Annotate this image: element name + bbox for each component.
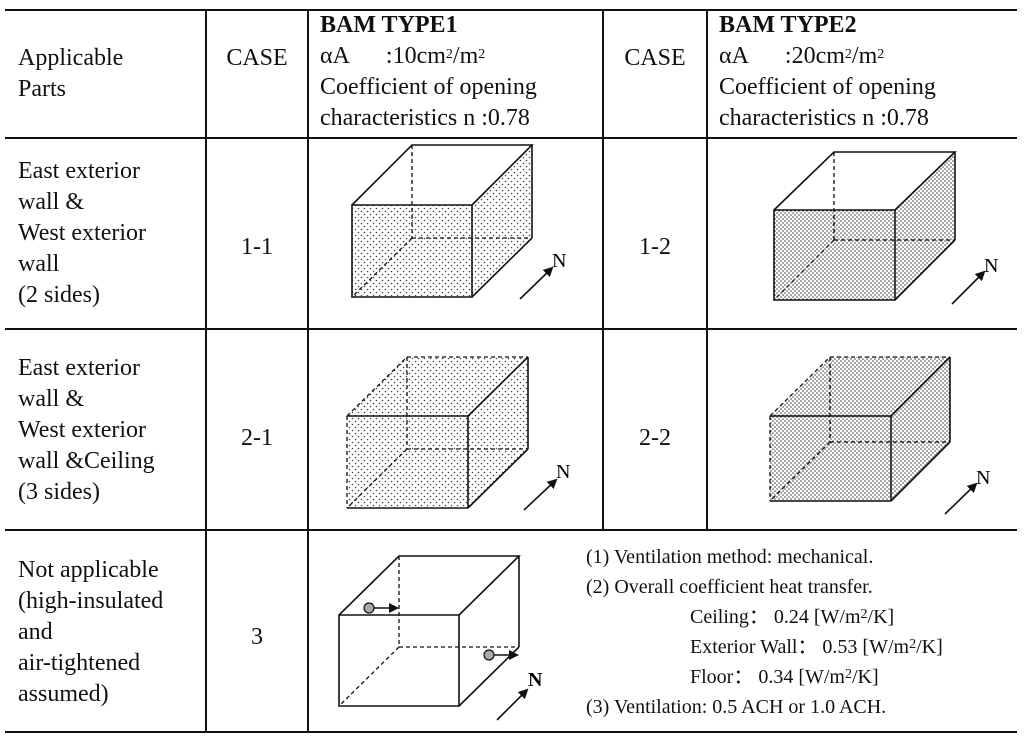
north-label: N — [528, 669, 543, 691]
ventilation-outlet-arrow — [483, 649, 519, 661]
north-label: N — [976, 467, 990, 489]
row2-rule — [5, 529, 1017, 531]
north-label: N — [984, 255, 998, 277]
north-label: N — [552, 250, 566, 272]
row1-applicable-parts: East exterior wall & West exterior wall … — [18, 158, 147, 308]
table-bottom-rule — [5, 731, 1017, 733]
header-case-2: CASE — [624, 45, 686, 71]
note-ceiling: Ceiling： 0.24 [W/m2/K] — [690, 606, 895, 628]
table-top-rule — [5, 9, 1017, 11]
note-ventilation-method: (1) Ventilation method: mechanical. — [586, 546, 874, 568]
row2-case-2-1: 2-1 — [241, 425, 273, 451]
col-divider-2 — [307, 10, 309, 732]
north-arrow — [496, 688, 529, 721]
col-divider-3 — [602, 10, 604, 530]
header-bam-type1: BAM TYPE1 αA :10cm2/m2 Coefficient of op… — [320, 12, 537, 131]
row1-case-1-1: 1-1 — [241, 234, 273, 260]
row2-applicable-parts: East exterior wall & West exterior wall … — [18, 355, 155, 505]
diagram-case-1-2 — [773, 151, 986, 305]
note-floor: Floor： 0.34 [W/m2/K] — [690, 666, 879, 688]
col-divider-1 — [205, 10, 207, 732]
front-face-hatch — [347, 416, 468, 508]
diagram-case-1-1 — [351, 144, 554, 300]
north-arrow — [519, 266, 554, 300]
row3-case-3: 3 — [251, 624, 263, 650]
header-rule — [5, 137, 1017, 139]
diagram-case-3 — [338, 555, 529, 721]
north-arrow — [951, 270, 986, 305]
row2-case-2-2: 2-2 — [639, 425, 671, 451]
row1-rule — [5, 328, 1017, 330]
row3-notes: (1) Ventilation method: mechanical. (2) … — [586, 542, 943, 722]
diagram-case-2-2 — [769, 356, 978, 515]
note-exterior-wall: Exterior Wall： 0.53 [W/m2/K] — [690, 636, 943, 658]
right-face-hatch — [891, 357, 950, 501]
col-divider-4 — [706, 10, 708, 530]
header-applicable-parts: Applicable Parts — [18, 45, 124, 102]
front-face-hatch — [770, 416, 891, 501]
row1-case-1-2: 1-2 — [639, 234, 671, 260]
front-face-hatch — [352, 205, 472, 297]
row3-applicable-parts: Not applicable (high-insulated and air-t… — [18, 557, 164, 707]
note-heat-transfer: (2) Overall coefficient heat transfer. — [586, 576, 873, 598]
north-label: N — [556, 461, 570, 483]
diagram-case-2-1 — [346, 356, 558, 511]
right-face-hatch — [468, 357, 528, 508]
north-arrow — [944, 482, 978, 515]
north-arrow — [523, 478, 558, 511]
front-face-hatch — [774, 210, 895, 300]
note-ventilation-rate: (3) Ventilation: 0.5 ACH or 1.0 ACH. — [586, 696, 887, 718]
right-face-hatch — [895, 152, 955, 300]
ventilation-inlet-arrow — [363, 602, 399, 614]
header-bam-type2: BAM TYPE2 αA :20cm2/m2 Coefficient of op… — [719, 12, 936, 131]
header-case-1: CASE — [226, 45, 288, 71]
right-face-hatch — [472, 145, 532, 297]
